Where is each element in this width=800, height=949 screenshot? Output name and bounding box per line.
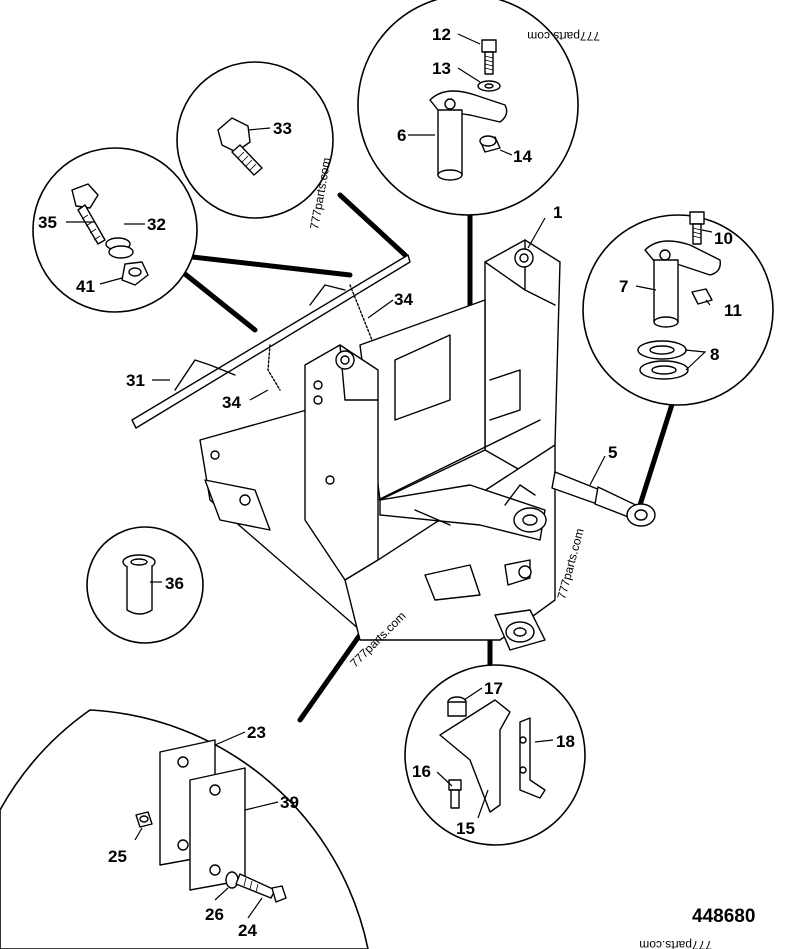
watermark-frame: 777parts.com — [554, 527, 586, 601]
callout-23: 23 — [247, 723, 266, 742]
drawing-number: 448680 — [692, 906, 755, 927]
detail-circle-bolt-washers — [32, 147, 198, 313]
detail-circle-wear-pads — [0, 709, 369, 949]
callout-8: 8 — [710, 345, 719, 364]
callout-14: 14 — [513, 147, 532, 166]
callout-5: 5 — [608, 443, 617, 462]
callout-18: 18 — [556, 732, 575, 751]
detail-circle-bracket — [404, 664, 586, 846]
callout-34-upper: 34 — [394, 290, 413, 309]
callout-1: 1 — [553, 203, 562, 222]
callout-6: 6 — [397, 126, 406, 145]
callout-24: 24 — [238, 921, 257, 940]
callout-33: 33 — [273, 119, 292, 138]
callout-32: 32 — [147, 215, 166, 234]
main-frame-assembly — [199, 239, 561, 651]
callout-39: 39 — [280, 793, 299, 812]
detail-circle-bush-36 — [86, 526, 204, 644]
callout-16: 16 — [412, 762, 431, 781]
callout-35: 35 — [38, 213, 57, 232]
hydraulic-ram — [551, 471, 656, 527]
callout-7: 7 — [619, 277, 628, 296]
watermark-bottom: 777parts.com — [639, 938, 712, 949]
top-guard-plate — [131, 254, 411, 429]
callout-31: 31 — [126, 371, 145, 390]
callout-11: 11 — [724, 301, 742, 320]
callout-labels: 12 13 6 14 33 35 32 41 1 10 7 11 8 5 34 … — [38, 25, 742, 940]
callout-10: 10 — [714, 229, 733, 248]
callout-25: 25 — [108, 847, 127, 866]
detail-circle-pin-ram — [582, 211, 774, 406]
callout-41: 41 — [76, 277, 95, 296]
callout-17: 17 — [484, 679, 503, 698]
callout-13: 13 — [432, 59, 451, 78]
callout-12: 12 — [432, 25, 451, 44]
watermark-top: 777parts.com — [527, 29, 600, 43]
callout-15: 15 — [456, 819, 475, 838]
detail-circle-bolt-33 — [176, 61, 334, 219]
callout-36: 36 — [165, 574, 184, 593]
callout-leader-lines — [66, 33, 713, 919]
detail-circle-pin-upper — [357, 0, 579, 216]
callout-26: 26 — [205, 905, 224, 924]
callout-34-lower: 34 — [222, 393, 241, 412]
